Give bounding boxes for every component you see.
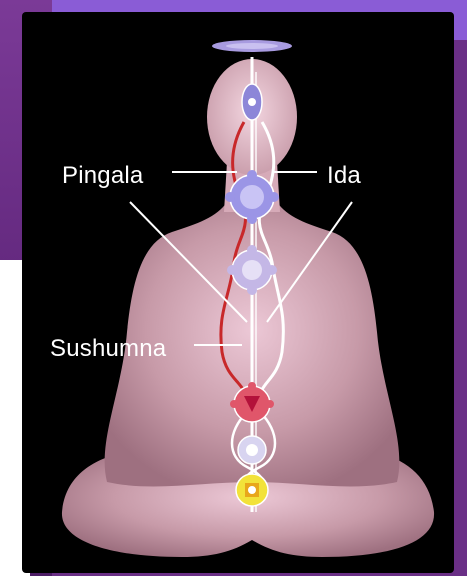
- root-chakra-icon: [236, 474, 268, 506]
- pingala-label: Pingala: [62, 162, 143, 190]
- sushumna-label: Sushumna: [50, 335, 166, 363]
- crown-chakra-icon: [212, 40, 292, 52]
- ida-label: Ida: [327, 162, 361, 190]
- nadis-diagram: [22, 12, 454, 573]
- nadis-diagram-panel: Pingala Ida Sushumna: [22, 12, 454, 573]
- sacral-chakra-icon: [238, 436, 266, 464]
- third-eye-chakra-icon: [242, 84, 262, 120]
